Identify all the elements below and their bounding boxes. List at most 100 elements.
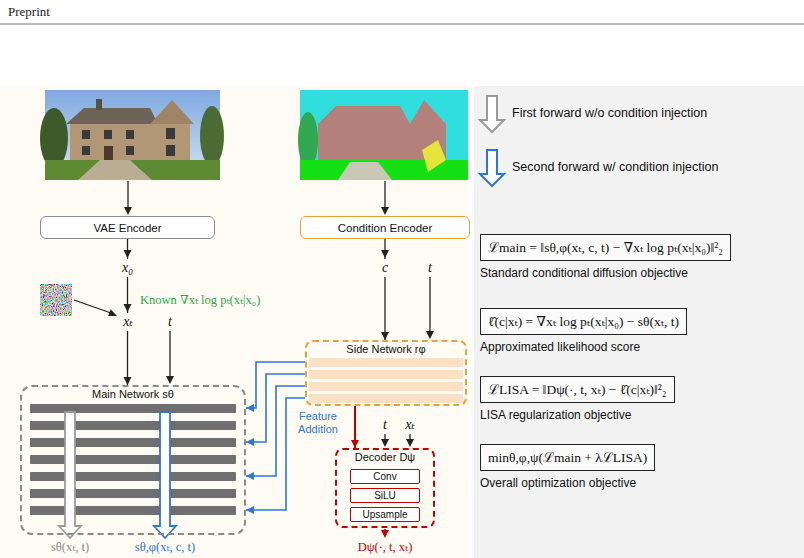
label-anchor: sθ(xₜ, t) [51,539,89,555]
formula-text: minθ,φ,ψ(ℒmain + λℒLISA) [488,449,647,466]
label-anchor: c [380,259,390,277]
layer-bar [30,404,236,413]
arrow-head [381,250,389,258]
variable-label: t [383,416,387,434]
main-network-layers [30,404,236,515]
label-anchor: xₜ [121,313,135,331]
photo-grass [45,160,220,180]
variable-label: t [428,259,432,277]
arrow-head [246,506,254,514]
label-anchor: x₀ [120,259,135,277]
box-label: VAE Encoder [93,221,161,235]
group-heading: Side Network rφ [307,343,465,356]
arrow-head [124,304,132,312]
photo-wall [70,122,190,162]
formula-frame: ℒLISA = ‖Dψ(·, t, xₜ) − ℓ̂(c|xₜ)‖²₂ [480,376,675,403]
label-anchor: First forward w/o condition injection [512,105,707,121]
photo-sky [45,90,220,180]
layer-bar [30,455,236,464]
formula-box: ℒmain = ‖sθ,φ(xₜ, c, t) − ∇xₜ log pₜ(xₜ|… [480,234,731,281]
label-anchor: Dψ(·, t, xₜ) [358,539,413,555]
hollow-arrow [154,412,176,538]
legend-arrow [480,150,504,186]
encoder-box: Condition Encoder [300,216,470,239]
edge-label: Feature Addition [292,410,344,436]
arrow-head [381,207,389,215]
formula-caption: Approximated likelihood score [480,340,687,355]
flow-line [74,300,111,313]
label-anchor: sθ,φ(xₜ, c, t) [135,539,195,555]
layer-band [309,382,463,391]
label-anchor: t [383,416,387,434]
variable-label: c [380,259,390,277]
variable-label: xₜ [121,313,135,331]
photo-window [126,146,134,155]
photo-door [104,146,113,162]
flow-heads [108,207,434,447]
flow-line [127,181,128,209]
legend-label: First forward w/o condition injection [512,105,707,121]
connector-line [246,398,305,510]
layer-band [309,358,463,367]
arrow-head [381,530,389,538]
arrow-head [124,377,132,385]
photo-path [78,160,152,180]
box-label: SiLU [374,489,396,502]
label-anchor: Known ∇xₜ log pₜ(xₜ|x₀) [140,292,260,308]
layer-box: Upsample [350,507,420,522]
formula-frame: ℒmain = ‖sθ,φ(xₜ, c, t) − ∇xₜ log pₜ(xₜ|… [480,234,731,261]
house-photo [40,90,224,180]
decoder-group: Decoder Dψ ConvSiLU Upsample [335,448,435,528]
connector [381,239,389,340]
photo-tree [200,106,224,166]
photo-window [104,130,112,139]
arrow-head [381,332,389,340]
connector [246,362,305,514]
side-network-layers [309,358,463,403]
legend-arrow [480,96,504,132]
layer-bar [30,421,236,430]
photo-window [82,130,90,139]
layer-bar [30,472,236,481]
layer-band [309,394,463,403]
arrow-head [124,207,132,215]
connector [351,406,359,448]
layer-band [309,370,463,379]
output-label: sθ,φ(xₜ, c, t) [135,539,195,555]
photo-roof [66,108,158,124]
box-label: Conv [373,470,396,483]
formula-box: ℒLISA = ‖Dψ(·, t, xₜ) − ℓ̂(c|xₜ)‖²₂ LISA … [480,376,675,423]
noise-image [40,284,72,316]
arrow-head [381,439,389,447]
variable-label: xₜ [405,416,415,434]
arrow-head [406,439,414,447]
right-panel [474,86,804,558]
photo-window [82,146,90,155]
seg-sky [300,90,468,180]
arrow-head [166,376,174,384]
left-panel [0,86,468,558]
photo-gable [150,100,194,124]
formula-caption: LISA regularization objective [480,408,675,423]
photo-chimney [96,99,102,110]
layer-bar [30,506,236,515]
formula-frame: minθ,φ,ψ(ℒmain + λℒLISA) [480,444,655,471]
formula-text: ℒLISA = ‖Dψ(·, t, xₜ) − ℓ̂(c|xₜ)‖²₂ [488,381,667,398]
layer-box: Conv [350,469,420,484]
arrow-head [426,331,434,339]
formula-box: ℓ̂(c|xₜ) = ∇xₜ log pₜ(xₜ|x₀) − sθ(xₜ, t)… [480,308,687,355]
layer-bar [30,438,236,447]
formula-caption: Overall optimization objective [480,476,655,491]
flow-line [384,181,385,209]
variable-label: x₀ [120,259,135,277]
arrow-head [108,309,117,316]
arrow-head [351,440,359,448]
seg-path [338,162,392,180]
formula-caption: Standard conditional diffusion objective [480,266,731,281]
header-rule [0,24,804,25]
network-group: Main Network sθ [20,385,246,535]
output-label: sθ(xₜ, t) [51,539,89,555]
seg-tree [298,112,318,168]
group-heading: Decoder Dψ [337,451,433,464]
label-anchor: t [168,313,172,331]
